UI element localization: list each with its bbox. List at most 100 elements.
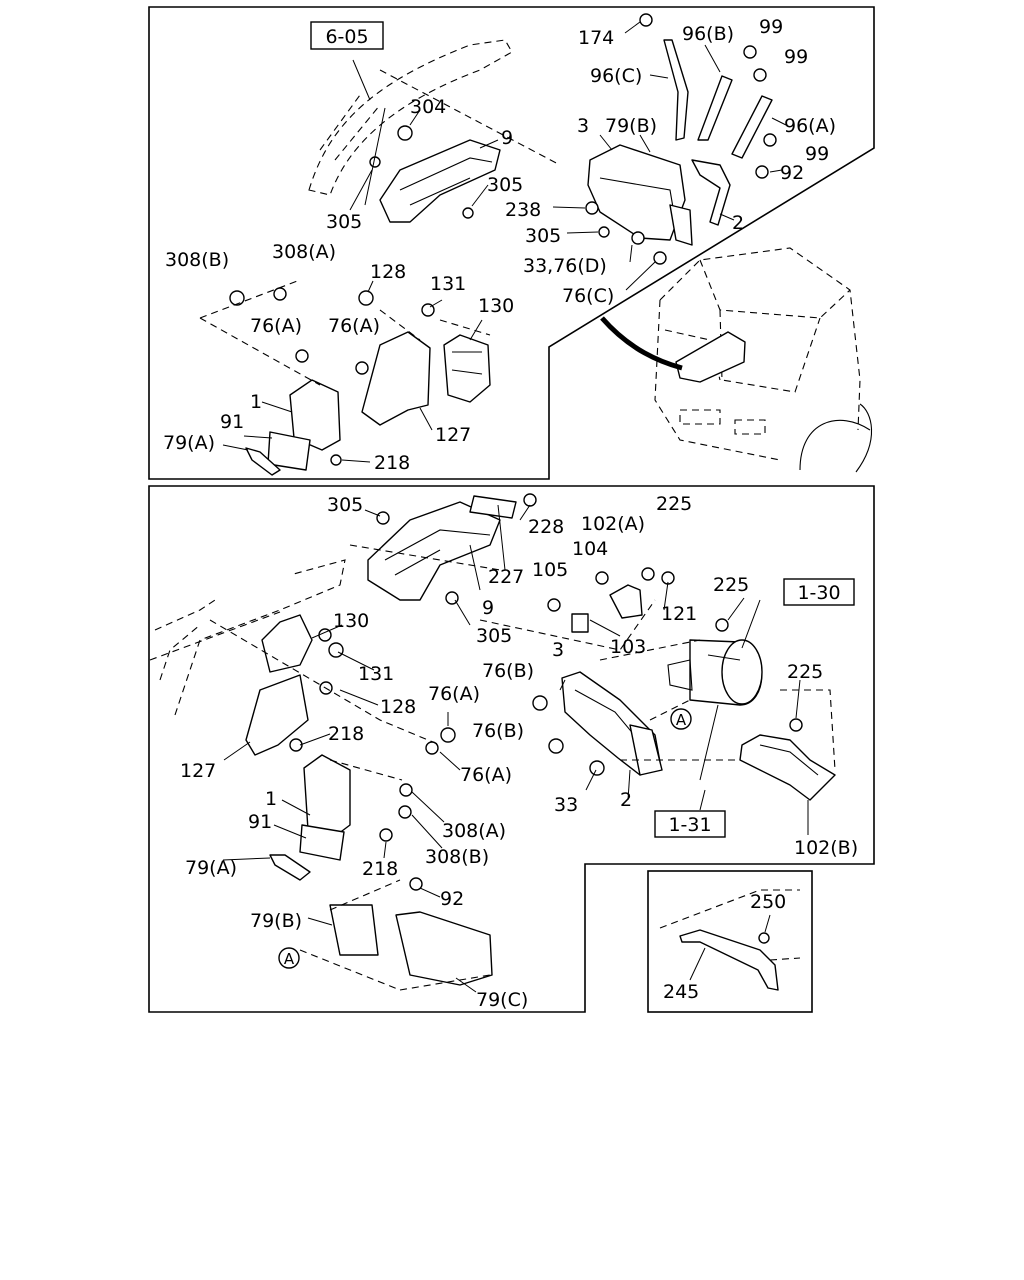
label-96b: 96(B): [682, 23, 734, 45]
label-33-76d: 33,76(D): [523, 255, 607, 277]
circle-marker-a-2: A: [278, 947, 300, 969]
label-92: 92: [440, 888, 464, 910]
label-305-a: 305: [327, 494, 363, 516]
label-76a-2: 76(A): [460, 764, 512, 786]
top-fender-rail: [308, 39, 513, 196]
label-76a-1: 76(A): [250, 315, 302, 337]
bottom-tank-1-30: [667, 639, 763, 706]
circle-marker-a-1: A: [670, 708, 692, 730]
label-308b: 308(B): [425, 846, 489, 868]
label-96c: 96(C): [590, 65, 642, 87]
label-225-c: 225: [787, 661, 823, 683]
label-2: 2: [620, 789, 632, 811]
label-218-b: 218: [362, 858, 398, 880]
inset-part-245: [659, 889, 801, 991]
label-128: 128: [380, 696, 416, 718]
bottom-leader-lines: [209, 504, 836, 993]
label-9: 9: [501, 127, 513, 149]
bottom-bracket-3-2: [561, 671, 663, 776]
label-79c: 79(C): [476, 989, 528, 1011]
label-105: 105: [532, 559, 568, 581]
label-218: 218: [374, 452, 410, 474]
label-79a: 79(A): [163, 432, 215, 454]
inset-leader-lines: [689, 914, 771, 981]
ref-box-1-30[interactable]: 1-30: [783, 578, 855, 606]
top-part-9-cover: [379, 139, 501, 223]
label-127: 127: [180, 760, 216, 782]
bottom-labels: 305 228 102(A) 225 104 105 227 9 225 121…: [180, 493, 858, 1011]
bottom-chassis-outline: [149, 559, 346, 716]
label-127: 127: [435, 424, 471, 446]
label-225-a: 225: [656, 493, 692, 515]
label-96a: 96(A): [784, 115, 836, 137]
top-bracket-3: [587, 144, 693, 246]
label-102b: 102(B): [794, 837, 858, 859]
label-305-b: 305: [476, 625, 512, 647]
label-131: 131: [430, 273, 466, 295]
ref-box-1-30-label: 1-30: [797, 582, 840, 604]
cab-outline: [600, 247, 873, 473]
bottom-bracket-102b: [739, 734, 836, 801]
ref-box-1-31[interactable]: 1-31: [654, 810, 726, 838]
label-308b: 308(B): [165, 249, 229, 271]
label-102a: 102(A): [581, 513, 645, 535]
label-91: 91: [248, 811, 272, 833]
label-3: 3: [577, 115, 589, 137]
label-305-b: 305: [326, 211, 362, 233]
label-3: 3: [552, 639, 564, 661]
inset-labels: 250 245: [663, 891, 786, 1003]
label-33: 33: [554, 794, 578, 816]
label-130: 130: [333, 610, 369, 632]
label-1: 1: [265, 788, 277, 810]
label-131: 131: [358, 663, 394, 685]
label-245: 245: [663, 981, 699, 1003]
label-228: 228: [528, 516, 564, 538]
label-79b: 79(B): [605, 115, 657, 137]
top-stays-96: [663, 39, 773, 226]
ref-box-1-31-label: 1-31: [668, 814, 711, 836]
label-121: 121: [661, 603, 697, 625]
label-225-b: 225: [713, 574, 749, 596]
label-76b-1: 76(B): [482, 660, 534, 682]
label-2: 2: [732, 212, 744, 234]
circle-marker-a-2-label: A: [284, 950, 295, 968]
top-mudguard-parts: [245, 331, 491, 476]
label-76a-2: 76(A): [328, 315, 380, 337]
label-76c: 76(C): [562, 285, 614, 307]
label-174: 174: [578, 27, 614, 49]
label-130: 130: [478, 295, 514, 317]
circle-marker-a-1-label: A: [676, 711, 687, 729]
label-250: 250: [750, 891, 786, 913]
top-labels: 174 96(B) 99 99 96(C) 304 9 3 79(B) 96(A…: [163, 16, 836, 474]
label-92: 92: [780, 162, 804, 184]
label-104: 104: [572, 538, 608, 560]
label-305-a: 305: [487, 174, 523, 196]
label-99-c: 99: [805, 143, 829, 165]
label-91: 91: [220, 411, 244, 433]
label-76a-1: 76(A): [428, 683, 480, 705]
label-1: 1: [250, 391, 262, 413]
label-218-a: 218: [328, 723, 364, 745]
label-304: 304: [410, 96, 446, 118]
label-305-c: 305: [525, 225, 561, 247]
label-99-a: 99: [759, 16, 783, 38]
top-leader-lines: [199, 21, 787, 463]
label-227: 227: [488, 566, 524, 588]
label-103: 103: [610, 636, 646, 658]
label-308a: 308(A): [442, 820, 506, 842]
bottom-part-9-cover: [367, 495, 517, 601]
bottom-bracket-102a: [571, 584, 643, 633]
label-79b: 79(B): [250, 910, 302, 932]
label-308a: 308(A): [272, 241, 336, 263]
label-128: 128: [370, 261, 406, 283]
label-9: 9: [482, 597, 494, 619]
top-panel-frame: [148, 6, 875, 480]
label-76b-2: 76(B): [472, 720, 524, 742]
ref-box-6-05-label: 6-05: [325, 26, 368, 48]
ref-box-6-05[interactable]: 6-05: [310, 21, 384, 50]
inset-panel-frame: [647, 870, 813, 1013]
label-99-b: 99: [784, 46, 808, 68]
bottom-bolts: [289, 493, 803, 891]
label-238: 238: [505, 199, 541, 221]
